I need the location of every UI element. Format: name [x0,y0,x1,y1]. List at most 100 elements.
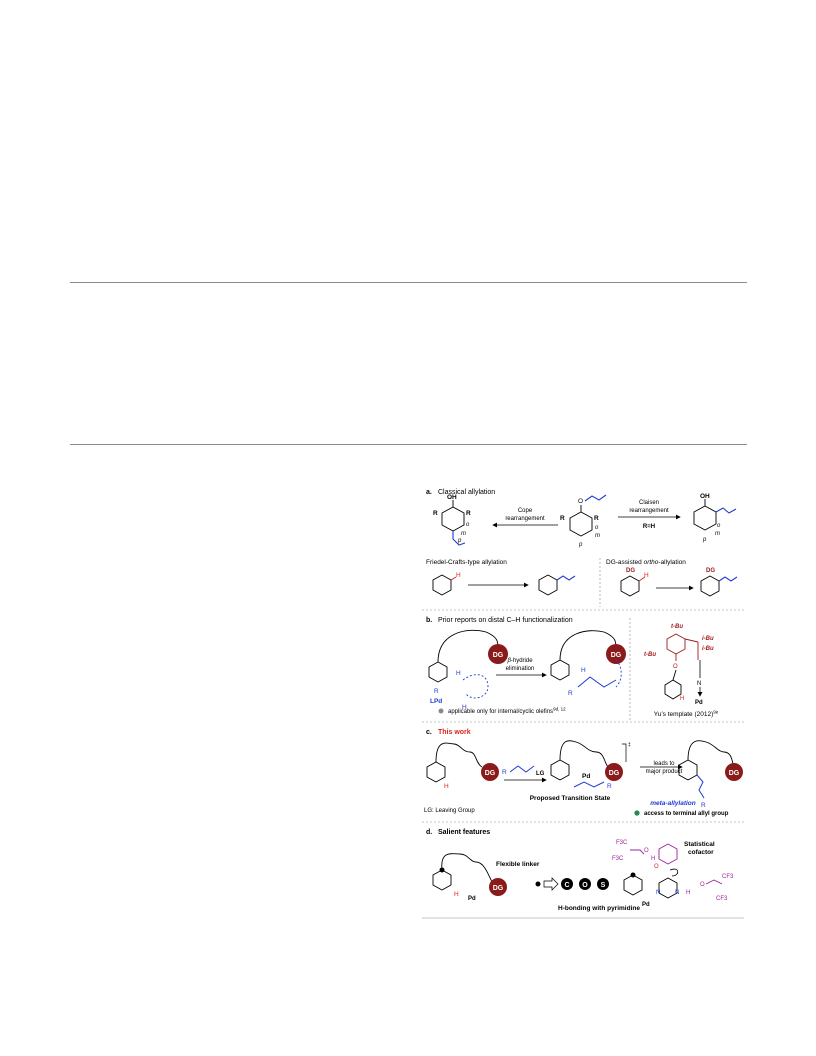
bottom-rule [70,444,747,445]
o-central: O [578,498,583,505]
oh-left: OH [447,494,457,501]
dg-b1: DG [493,652,504,659]
dg-c2: DG [609,770,620,777]
dagger: ‡ [628,742,631,748]
panel-c: c. This work DG H LG: Leaving Group R LG… [422,729,744,823]
r-c2: R [607,783,612,790]
yu-caption: Yu’s template (2012)9e [654,710,719,719]
cf3-top: CF3 [722,874,734,880]
o-hfip-1: O [644,848,649,854]
r-b1: R [434,688,439,695]
r-c-reagent: R [502,769,507,776]
elimination: elimination [506,666,535,672]
lg-legend: LG: Leaving Group [424,808,475,814]
dg-circle-d [489,878,507,896]
statistical-2: cofactor [688,849,714,856]
r-left-1: R [433,510,438,517]
tbu-left: t-Bu [644,652,656,658]
dg-circle-c3 [725,763,743,781]
f3c-top: F3C [616,840,628,846]
panel-a: a. Classical allylation OH R R o m p Cop… [422,489,744,611]
pos-p-left: p [457,538,462,544]
dg-circle-c2 [605,763,623,781]
dg-ortho-dg: DG [626,568,635,574]
o-yu: O [673,664,678,670]
pos-m-right: m [715,531,720,537]
green-bullet [634,810,640,816]
dg-ortho-h: H [644,572,649,579]
top-rule [70,282,747,283]
f3c-bottom: F3C [612,856,624,862]
panel-d: d. Salient features DG H Pd Flexible lin… [422,829,744,919]
panel-d-title: Salient features [438,829,490,836]
dg-circle-c1 [481,763,499,781]
oh-right: OH [700,493,710,500]
lpd-b1: LPd [430,698,442,705]
dg-b2: DG [611,652,622,659]
h-b1: H [456,670,461,677]
friedel-crafts-label: Friedel-Crafts-type allylation [426,559,507,566]
internal-note: applicable only for internal/cyclic olef… [448,707,566,716]
r-central-2: R [594,515,599,522]
tbu-top: t-Bu [671,624,683,630]
o-aryl: O [654,864,659,870]
r-central-1: R [560,515,565,522]
flexible-linker: Flexible linker [496,861,540,868]
n-pyr-2: N [675,890,679,896]
cf3-bottom: CF3 [716,896,728,902]
attach-dot-d [439,867,445,873]
pd-c2: Pd [582,773,590,780]
scheme-figure: a. Classical allylation OH R R o m p Cop… [418,482,748,922]
ibu-2: i-Bu [702,646,714,652]
h-b2: H [581,667,586,674]
r-c3: R [701,802,706,809]
o-circle [579,878,591,890]
dg-ortho-dg-product: DG [706,568,715,574]
leads-to-1: leads to [653,761,675,767]
s-circle [597,878,609,890]
claisen-label-1: Claisen [639,500,659,506]
h-hfip-2: H [686,890,690,896]
condition-label: R=H [643,524,655,530]
dg-d: DG [493,885,504,892]
panel-b: b. Prior reports on distal C–H functiona… [422,617,744,723]
claisen-label-2: rearrangement [629,508,669,514]
c-circle [561,878,573,890]
panel-b-title: Prior reports on distal C–H functionaliz… [438,617,573,624]
panel-a-letter: a. [426,489,432,496]
h-hfip-1: H [651,856,655,862]
terminal-allyl: access to terminal allyl group [644,811,729,817]
h-c1: H [444,783,449,790]
pos-p-central: p [578,542,583,548]
cope-label-2: rearrangement [505,516,545,522]
allyl-ether: O R R o m p [560,494,607,548]
panel-a-title: Classical allylation [438,489,495,496]
pd-yu: Pd [695,700,703,706]
panel-c-title: This work [438,729,471,736]
cope-label-1: Cope [518,508,533,514]
pos-m-left: m [461,531,466,537]
yu-template: t-Bu t-Bu i-Bu i-Bu N O [644,624,714,687]
dg-circle-b2 [606,644,626,664]
panel-b-letter: b. [426,617,432,624]
n-label: N [697,681,701,687]
o-label-d: O [582,882,588,889]
meta-allylation: meta-allylation [650,800,696,807]
pos-o-right: o [717,523,721,529]
panel-d-letter: d. [426,829,432,836]
linker-dot [535,881,541,887]
beta-hydride: β-hydride [506,658,533,664]
pd-d: Pd [468,896,476,902]
pos-m-central: m [595,533,600,539]
yu-h: H [680,696,684,702]
c-label: C [564,882,569,889]
r-b2: R [568,690,573,697]
leads-to-2: major product [646,769,683,775]
ts-label: Proposed Transition State [530,795,611,802]
ibu-1: i-Bu [702,636,714,642]
phenol-right: OH o m p [693,493,737,543]
attach-dot-pyr [630,872,636,878]
s-label: S [601,882,606,889]
lg-c: LG [536,771,545,777]
scheme-svg: a. Classical allylation OH R R o m p Cop… [422,489,744,919]
